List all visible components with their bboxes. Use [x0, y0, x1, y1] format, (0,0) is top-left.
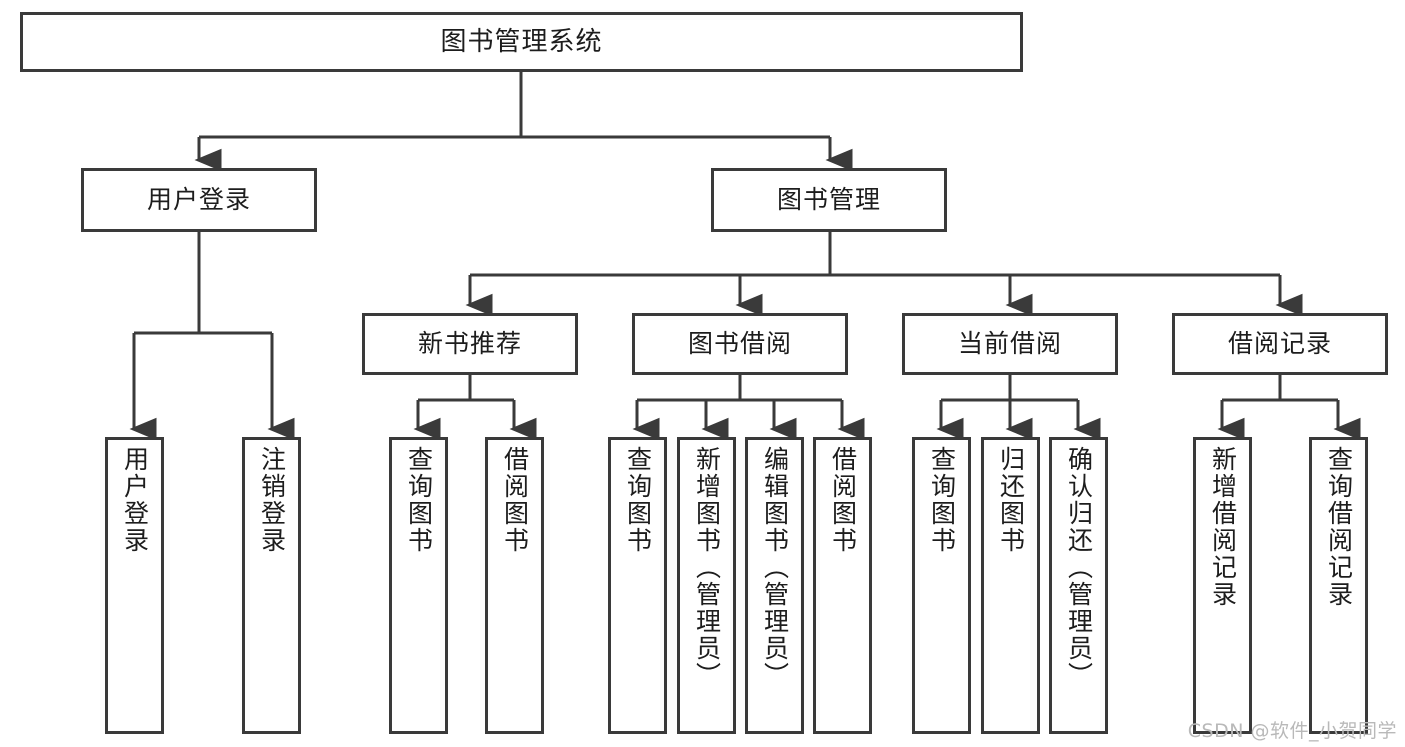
node-root-book-management-system[interactable]: 图书管理系统: [20, 12, 1023, 72]
node-label: 新书推荐: [417, 329, 522, 359]
node-leaf-user-login[interactable]: 用户登录: [105, 437, 164, 734]
node-label: 图书管理: [776, 185, 881, 215]
node-book-borrow[interactable]: 图书借阅: [632, 313, 848, 375]
node-label: 新增图书（管理员）: [692, 446, 722, 689]
node-new-book-recommend[interactable]: 新书推荐: [362, 313, 578, 375]
node-leaf-add-book[interactable]: 新增图书（管理员）: [677, 437, 736, 734]
node-label: 当前借阅: [957, 329, 1062, 359]
node-label: 查询借阅记录: [1324, 446, 1354, 608]
node-leaf-borrow-book-2[interactable]: 借阅图书: [813, 437, 872, 734]
node-borrow-record[interactable]: 借阅记录: [1172, 313, 1388, 375]
node-user-login[interactable]: 用户登录: [81, 168, 317, 232]
node-label: 新增借阅记录: [1208, 446, 1238, 608]
node-label: 图书借阅: [687, 329, 792, 359]
node-leaf-return-book[interactable]: 归还图书: [981, 437, 1040, 734]
node-label: 归还图书: [996, 446, 1026, 554]
node-leaf-query-book-3[interactable]: 查询图书: [912, 437, 971, 734]
node-label: 查询图书: [404, 446, 434, 554]
node-leaf-confirm-return[interactable]: 确认归还（管理员）: [1049, 437, 1108, 734]
node-leaf-add-record[interactable]: 新增借阅记录: [1193, 437, 1252, 734]
node-label: 借阅记录: [1227, 329, 1332, 359]
node-leaf-query-book-1[interactable]: 查询图书: [389, 437, 448, 734]
node-label: 查询图书: [927, 446, 957, 554]
node-label: 编辑图书（管理员）: [760, 446, 790, 689]
node-label: 借阅图书: [500, 446, 530, 554]
node-leaf-user-logout[interactable]: 注销登录: [242, 437, 301, 734]
node-leaf-edit-book[interactable]: 编辑图书（管理员）: [745, 437, 804, 734]
node-leaf-query-book-2[interactable]: 查询图书: [608, 437, 667, 734]
node-current-borrow[interactable]: 当前借阅: [902, 313, 1118, 375]
node-label: 查询图书: [623, 446, 653, 554]
node-label: 图书管理系统: [440, 26, 603, 57]
node-label: 用户登录: [146, 185, 251, 215]
node-leaf-borrow-book-1[interactable]: 借阅图书: [485, 437, 544, 734]
node-label: 注销登录: [257, 446, 287, 554]
node-book-management[interactable]: 图书管理: [711, 168, 947, 232]
node-label: 用户登录: [120, 446, 150, 554]
node-label: 借阅图书: [828, 446, 858, 554]
node-label: 确认归还（管理员）: [1064, 446, 1094, 689]
node-leaf-query-record[interactable]: 查询借阅记录: [1309, 437, 1368, 734]
watermark-text: CSDN @软件_小贺同学: [1187, 720, 1397, 742]
